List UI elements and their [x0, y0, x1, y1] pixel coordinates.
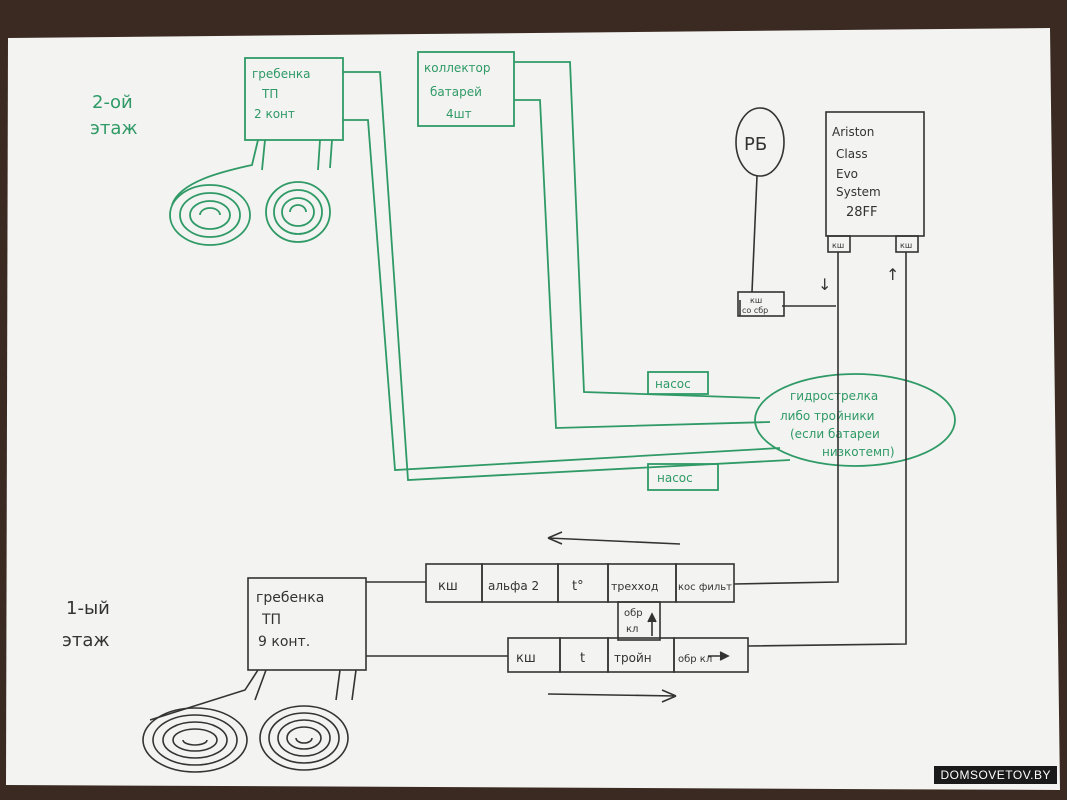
boiler-valve-left: [827, 235, 851, 253]
floor2-tp-pipe-outer: [343, 71, 791, 481]
radiator-collector-line2: батарей: [430, 85, 482, 99]
radiator-collector-line3: 4шт: [446, 107, 472, 121]
first-floor-group: 1-ый этаж гребенка ТП 9 конт. кш альфа 2…: [62, 531, 749, 773]
supply-thermometer-label: t°: [572, 579, 584, 594]
radiator-collector-box: [417, 51, 515, 127]
return-check-valve-box: [673, 637, 749, 673]
floor1-tp-manifold-box: [247, 577, 367, 671]
boiler-group: РБ кш со сбр Ariston Class Evo System 28…: [733, 107, 925, 647]
expansion-tank-valve-line1: кш: [750, 296, 762, 305]
floor1-loop-1-spiral: [142, 707, 248, 773]
floor2-tp-pipe-inner: [343, 119, 781, 471]
expansion-tank-valve-line2: со сбр: [742, 306, 768, 315]
expansion-tank-valve-box: [737, 291, 785, 317]
radiator-collector-line1: коллектор: [424, 61, 491, 75]
floor1-label-line2: этаж: [62, 630, 110, 651]
boiler-box: [825, 111, 925, 237]
watermark: DOMSOVETOV.BY: [934, 766, 1057, 784]
bypass-check-valve-line1: обр: [624, 608, 643, 619]
boiler-valve-left-label: кш: [832, 241, 844, 250]
boiler-supply-line: [733, 252, 839, 585]
hydro-arrow-line4: низкотемп): [822, 445, 895, 459]
boiler-line3: Evo: [836, 167, 858, 181]
return-thermometer-label: t: [580, 651, 585, 666]
hydro-arrow-line1: гидрострелка: [790, 389, 878, 403]
supply-three-way-label: трехход: [611, 580, 659, 593]
boiler-valve-right-label: кш: [900, 241, 912, 250]
expansion-tank-pipe: [739, 175, 836, 316]
floor1-tp-line3: 9 конт.: [258, 634, 310, 650]
pump-bottom-box: [647, 463, 719, 491]
hydro-arrow-line3: (если батареи: [790, 427, 880, 441]
flow-arrow-right-icon: [547, 689, 677, 703]
floor2-tp-manifold-box: [244, 57, 344, 141]
expansion-tank-oval: [735, 107, 785, 177]
boiler-valve-right: [895, 235, 919, 253]
supply-filter-box: [675, 563, 735, 603]
hydro-arrow-line2: либо тройники: [780, 409, 874, 423]
boiler-arrow-down-icon: ↓: [818, 275, 831, 294]
expansion-tank-label: РБ: [744, 134, 767, 155]
second-floor-group: 2-ой этаж гребенка ТП 2 конт коллектор б…: [90, 51, 956, 491]
bypass-check-valve-line2: кл: [626, 624, 638, 635]
floor2-loop-1-leads: [171, 139, 266, 206]
paper-sheet: [6, 28, 1060, 790]
pump-bottom-label: насос: [657, 471, 693, 485]
return-valve-label: кш: [516, 651, 536, 666]
floor2-loop-2-leads: [317, 139, 333, 171]
floor1-tp-line2: ТП: [261, 612, 281, 628]
flow-arrow-left-icon: [547, 531, 681, 545]
floor1-loop-2-spiral: [259, 705, 349, 771]
floor2-tp-line3: 2 конт: [254, 107, 295, 121]
floor2-loop-1-spiral: [169, 184, 251, 246]
boiler-return-line: [747, 252, 907, 647]
floor2-tp-line1: гребенка: [252, 67, 311, 81]
boiler-line2: Class: [836, 147, 868, 161]
boiler-arrow-up-icon: ↑: [886, 265, 899, 284]
boiler-line5: 28FF: [846, 205, 878, 220]
floor2-label-line2: этаж: [90, 118, 138, 139]
return-check-arrow-icon: [708, 651, 730, 661]
floor1-loop-2-leads: [335, 669, 357, 701]
return-tee-label: тройн: [614, 651, 652, 665]
floor1-tp-line1: гребенка: [256, 590, 324, 606]
floor1-label-line1: 1-ый: [66, 598, 110, 619]
floor2-loop-2-spiral: [265, 181, 331, 243]
floor1-loop-1-leads: [149, 669, 267, 721]
floor2-label-line1: 2-ой: [92, 92, 133, 113]
pump-top-label: насос: [655, 377, 691, 391]
radiator-pipe-inner: [514, 99, 771, 429]
pump-top-box: [647, 371, 709, 395]
supply-filter-label: кос фильт: [678, 582, 732, 593]
bypass-arrow-up-icon: [647, 612, 657, 636]
supply-pump-label: альфа 2: [488, 579, 539, 593]
supply-valve-label: кш: [438, 579, 458, 594]
bypass-check-valve-box: [617, 601, 661, 641]
floor2-tp-line2: ТП: [261, 87, 278, 101]
radiator-pipe-outer: [514, 61, 761, 399]
return-check-valve-label: обр кл: [678, 654, 712, 665]
boiler-line4: System: [836, 185, 881, 199]
hydro-arrow-ellipse: [754, 373, 956, 467]
boiler-line1: Ariston: [832, 125, 874, 139]
